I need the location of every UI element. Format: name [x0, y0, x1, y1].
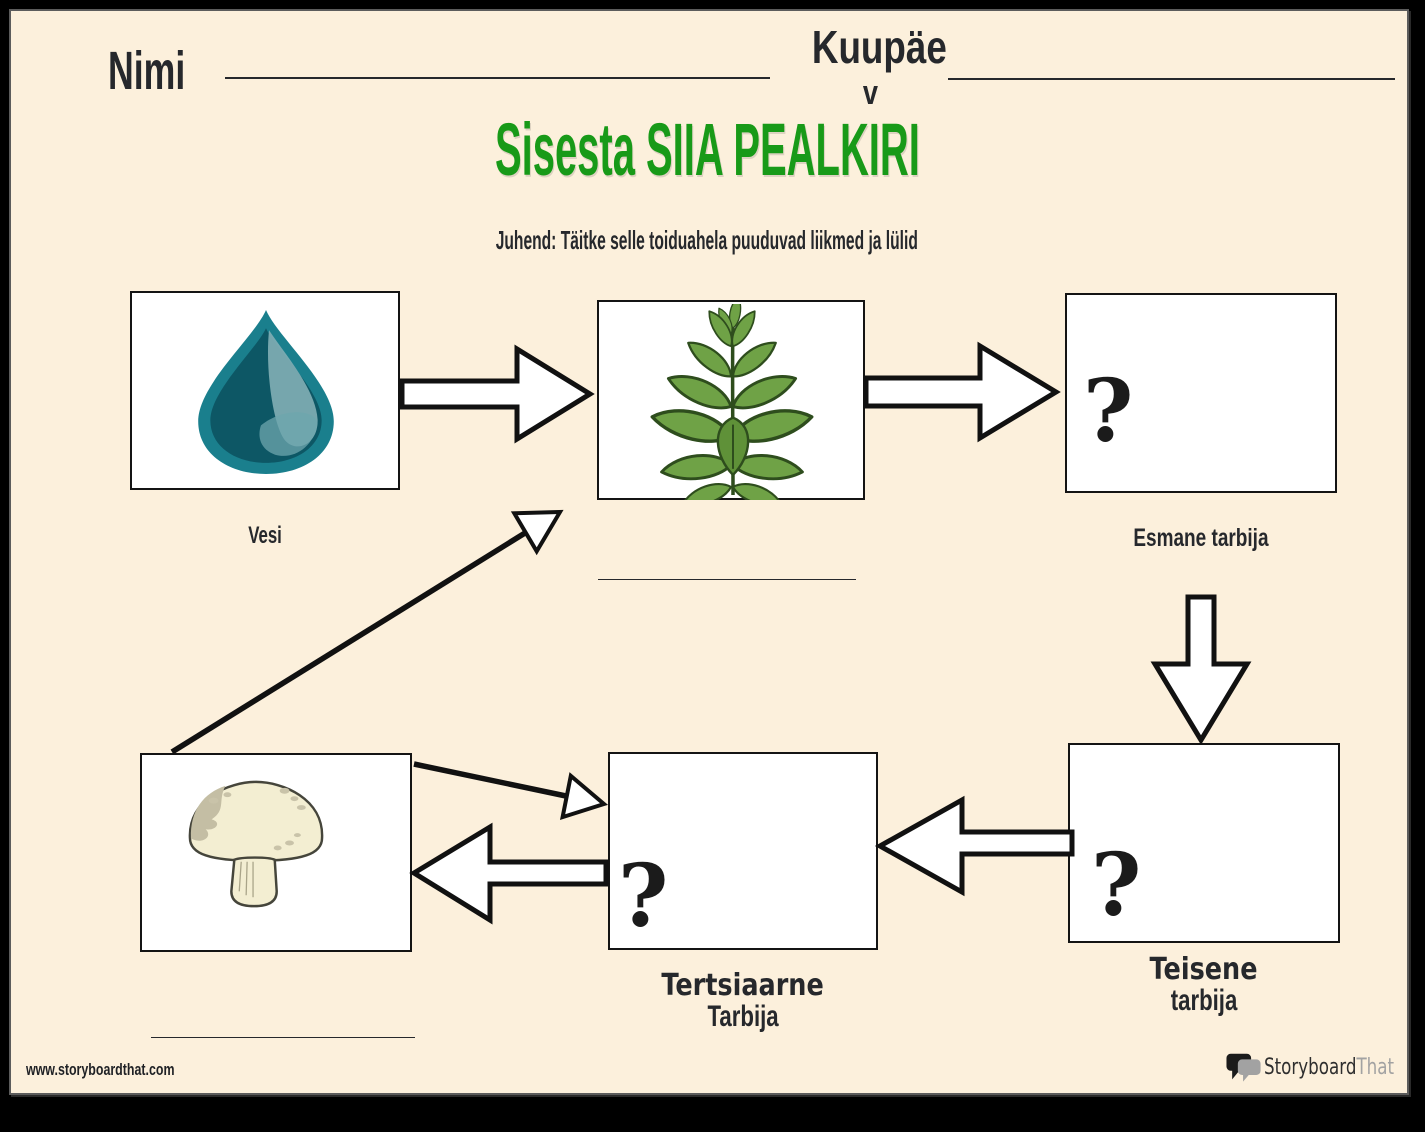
name-input-line[interactable]	[225, 77, 770, 79]
node-box-secondary-consumer[interactable]: ?	[1068, 743, 1340, 943]
name-label: Nimi	[108, 44, 225, 98]
node-label-secondary-line2-text: tarbija	[1170, 984, 1238, 1017]
worksheet-instructions-text: Juhend: Täitke selle toiduahela puuduvad…	[495, 225, 919, 255]
date-label-text-line1: Kuupäe	[811, 21, 947, 73]
worksheet-title-text: Sisesta SIIA PEALKIRI	[494, 108, 920, 191]
question-mark-placeholder: ?	[618, 846, 669, 947]
node-box-water[interactable]	[130, 291, 400, 490]
node-label-tertiary-consumer-line1: Tertsiaarne	[608, 968, 878, 1003]
node-label-water: Vesi	[130, 522, 400, 550]
website-url-text: www.storyboardthat.com	[26, 1060, 175, 1079]
decomposer-blank-line[interactable]	[151, 1037, 415, 1038]
node-box-decomposer[interactable]	[140, 753, 412, 952]
logo-text-that: That	[1356, 1054, 1395, 1080]
node-box-primary-consumer[interactable]: ?	[1065, 293, 1337, 493]
storyboardthat-logo: StoryboardThat	[1226, 1050, 1425, 1084]
node-box-tertiary-consumer[interactable]: ?	[608, 752, 878, 950]
node-label-water-text: Vesi	[248, 522, 282, 549]
node-label-primary-consumer-text: Esmane tarbija	[1133, 524, 1269, 552]
plant-image	[650, 304, 814, 500]
node-label-secondary-line1-text: Teisene	[1150, 952, 1258, 987]
node-label-tertiary-line2-text: Tarbija	[707, 1000, 779, 1033]
node-label-tertiary-line1-text: Tertsiaarne	[661, 968, 825, 1003]
question-mark-placeholder: ?	[1083, 361, 1134, 462]
speech-bubbles-icon	[1226, 1053, 1261, 1082]
node-label-tertiary-consumer-line2: Tarbija	[608, 1000, 878, 1034]
date-label: Kuupäe v	[795, 21, 947, 112]
logo-text: StoryboardThat	[1264, 1055, 1394, 1080]
date-label-text-line2: v	[862, 74, 878, 112]
node-label-secondary-consumer-line1: Teisene	[1068, 952, 1340, 987]
producer-blank-line[interactable]	[598, 579, 856, 580]
node-label-primary-consumer: Esmane tarbija	[1065, 524, 1337, 553]
worksheet-title[interactable]: Sisesta SIIA PEALKIRI	[9, 113, 1405, 187]
water-drop-image	[198, 310, 334, 474]
logo-text-storyboard: Storyboard	[1264, 1054, 1357, 1080]
question-mark-placeholder: ?	[1091, 835, 1142, 936]
date-input-line[interactable]	[948, 78, 1395, 80]
name-label-text: Nimi	[108, 41, 186, 101]
mushroom-image	[188, 780, 324, 908]
website-url: www.storyboardthat.com	[26, 1060, 229, 1080]
node-label-secondary-consumer-line2: tarbija	[1068, 984, 1340, 1018]
node-box-producer[interactable]	[597, 300, 865, 500]
worksheet-instructions: Juhend: Täitke selle toiduahela puuduvad…	[9, 225, 1405, 256]
